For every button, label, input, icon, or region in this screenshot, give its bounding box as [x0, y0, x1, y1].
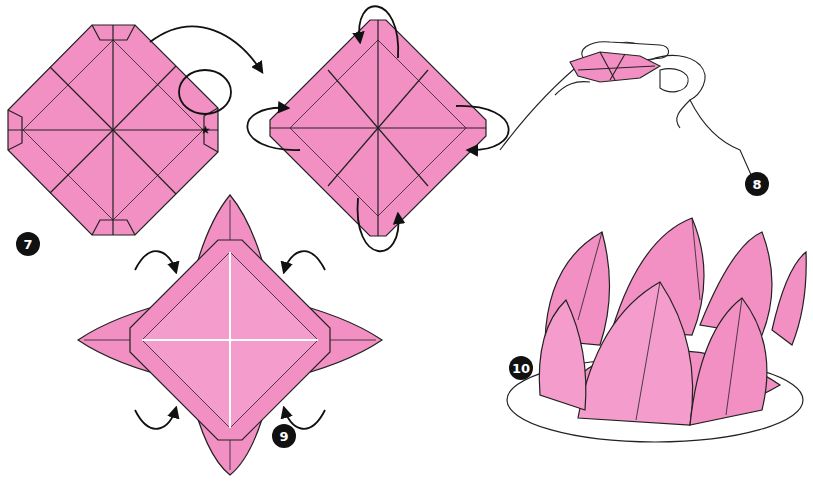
- hands-figure: [500, 42, 760, 195]
- svg-text:★: ★: [200, 123, 211, 137]
- turned-figure: [247, 6, 508, 251]
- callout-number: 10: [509, 356, 533, 380]
- lotus-figure: [507, 218, 806, 442]
- step-9-figure: [78, 195, 382, 475]
- callout-number: 8: [745, 172, 769, 196]
- callout-number: 7: [16, 232, 40, 256]
- callout-number: 9: [272, 424, 296, 448]
